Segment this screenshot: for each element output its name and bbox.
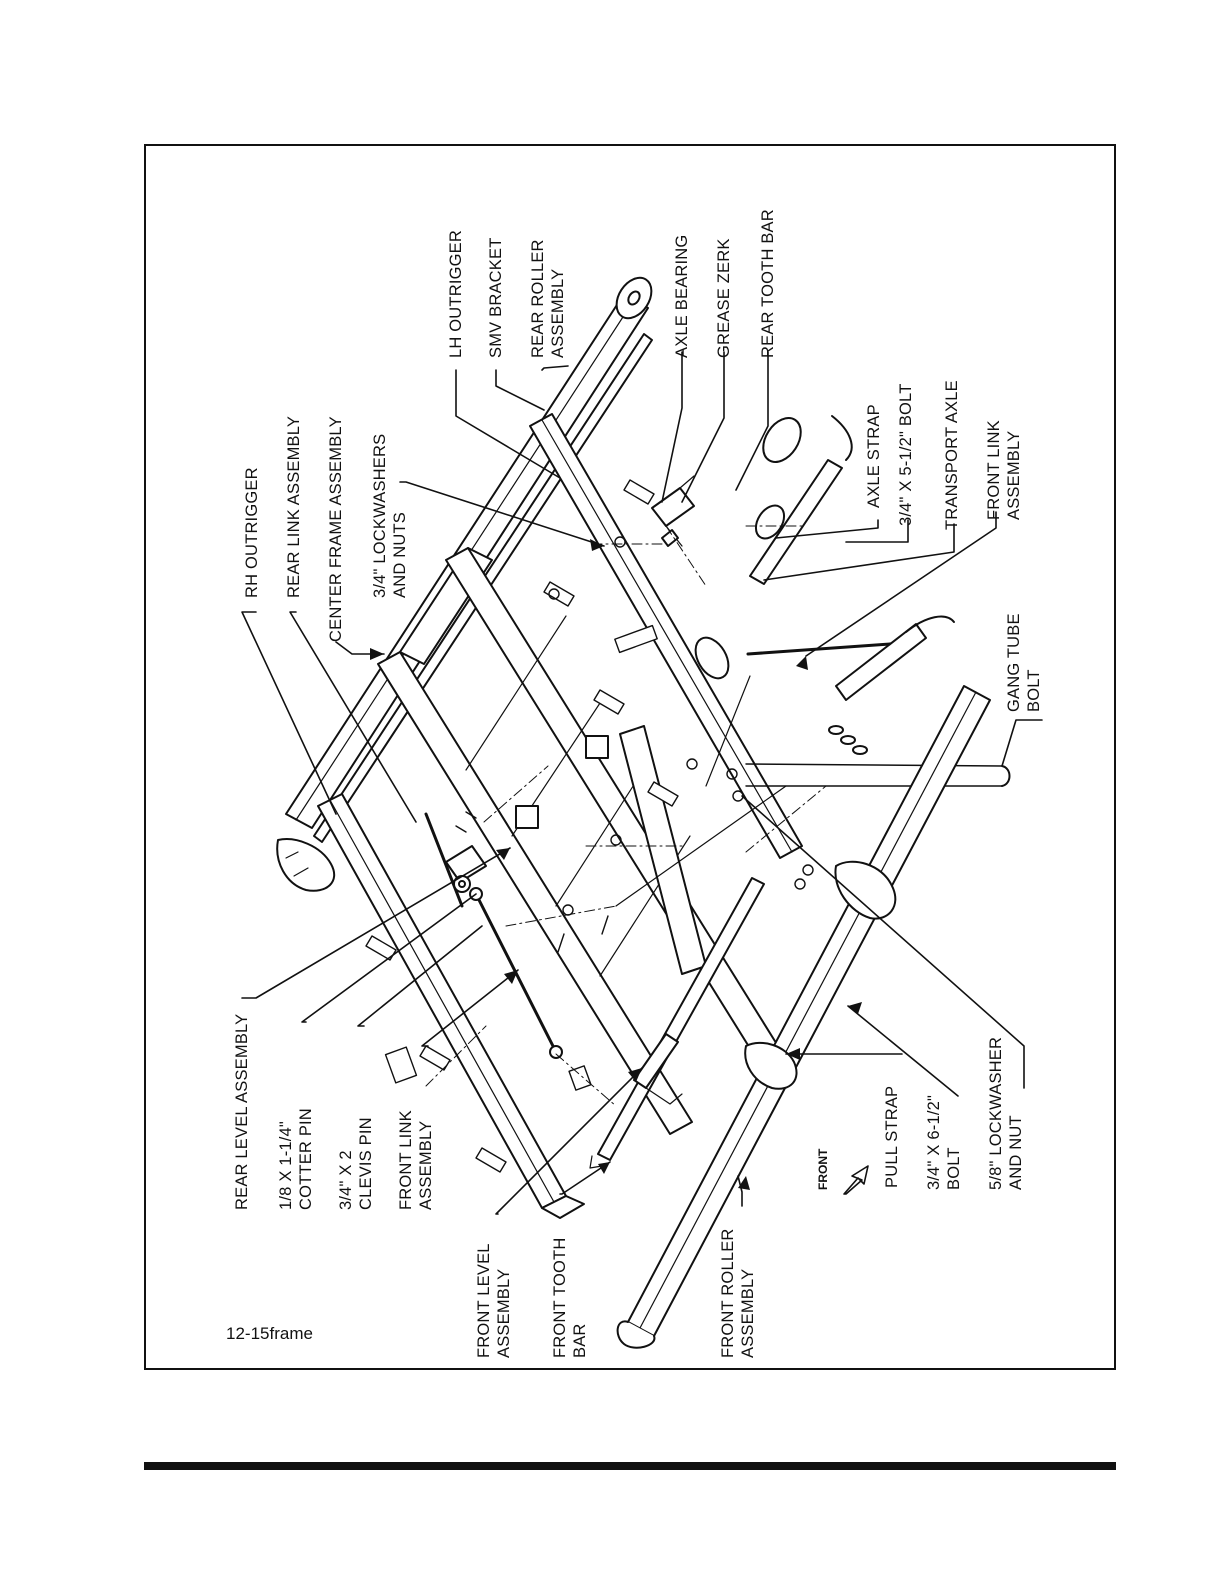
label-front-level-assembly: FRONT LEVEL ASSEMBLY [475,1243,513,1358]
label-rh-outrigger: RH OUTRIGGER [243,467,261,598]
label-grease-zerk: GREASE ZERK [715,238,733,358]
label-center-frame-assembly: CENTER FRAME ASSEMBLY [327,416,345,642]
exploded-frame-drawing [241,276,1043,1349]
label-bolt-5-1-2: 3/4" X 5-1/2" BOLT [897,383,915,527]
transport-axle [694,415,853,787]
label-smv-bracket: SMV BRACKET [487,237,505,358]
alignment-lines [425,525,827,1107]
label-axle-bearing: AXLE BEARING [673,234,691,358]
label-gang-tube-bolt: GANG TUBE BOLT [1005,613,1043,712]
label-lockwasher-nut-5-8: 5/8" LOCKWASHER AND NUT [987,1036,1025,1190]
diagram-frame: RH OUTRIGGER REAR LINK ASSEMBLY CENTER F… [144,144,1116,1370]
front-roller-assembly [616,685,991,1349]
front-direction-arrow [843,1165,869,1195]
front-link-assembly-right [746,615,955,755]
rh-outrigger [317,793,585,1219]
rear-link-assembly [424,812,487,908]
label-rear-roller-assembly: REAR ROLLER ASSEMBLY [529,239,567,358]
gang-tube-bolt [745,763,1011,787]
label-cotter-pin: 1/8 X 1-1/4" COTTER PIN [277,1108,315,1210]
smv-bracket [651,475,695,547]
front-direction-label: FRONT [816,1148,830,1190]
lh-outrigger [529,413,803,859]
label-front-roller-assembly: FRONT ROLLER ASSEMBLY [719,1228,757,1358]
label-transport-axle: TRANSPORT AXLE [943,380,961,530]
label-front-link-assembly-left: FRONT LINK ASSEMBLY [397,1110,435,1210]
label-axle-strap: AXLE STRAP [865,404,883,508]
footer-rule [144,1462,1116,1470]
label-rear-level-assembly: REAR LEVEL ASSEMBLY [233,1013,251,1210]
hardware [384,536,814,1091]
figure-id: 12-15frame [226,1324,313,1343]
label-front-link-assembly-right: FRONT LINK ASSEMBLY [985,420,1023,520]
front-frame-bar [615,725,787,975]
label-bolt-6-1-2: 3/4" X 6-1/2" BOLT [925,1094,963,1190]
front-tooth-bar [589,877,765,1169]
label-front-tooth-bar: FRONT TOOTH BAR [551,1237,589,1358]
label-pull-strap: PULL STRAP [883,1085,901,1188]
leader-arrowheads [370,539,862,1190]
label-rear-tooth-bar: REAR TOOTH BAR [759,209,777,358]
label-clevis-pin: 3/4" X 2 CLEVIS PIN [337,1117,375,1210]
label-rear-link-assembly: REAR LINK ASSEMBLY [285,415,303,598]
front-level-assembly [633,1033,683,1105]
label-lockwashers-nuts: 3/4" LOCKWASHERS AND NUTS [371,433,409,598]
label-lh-outrigger: LH OUTRIGGER [447,230,465,358]
